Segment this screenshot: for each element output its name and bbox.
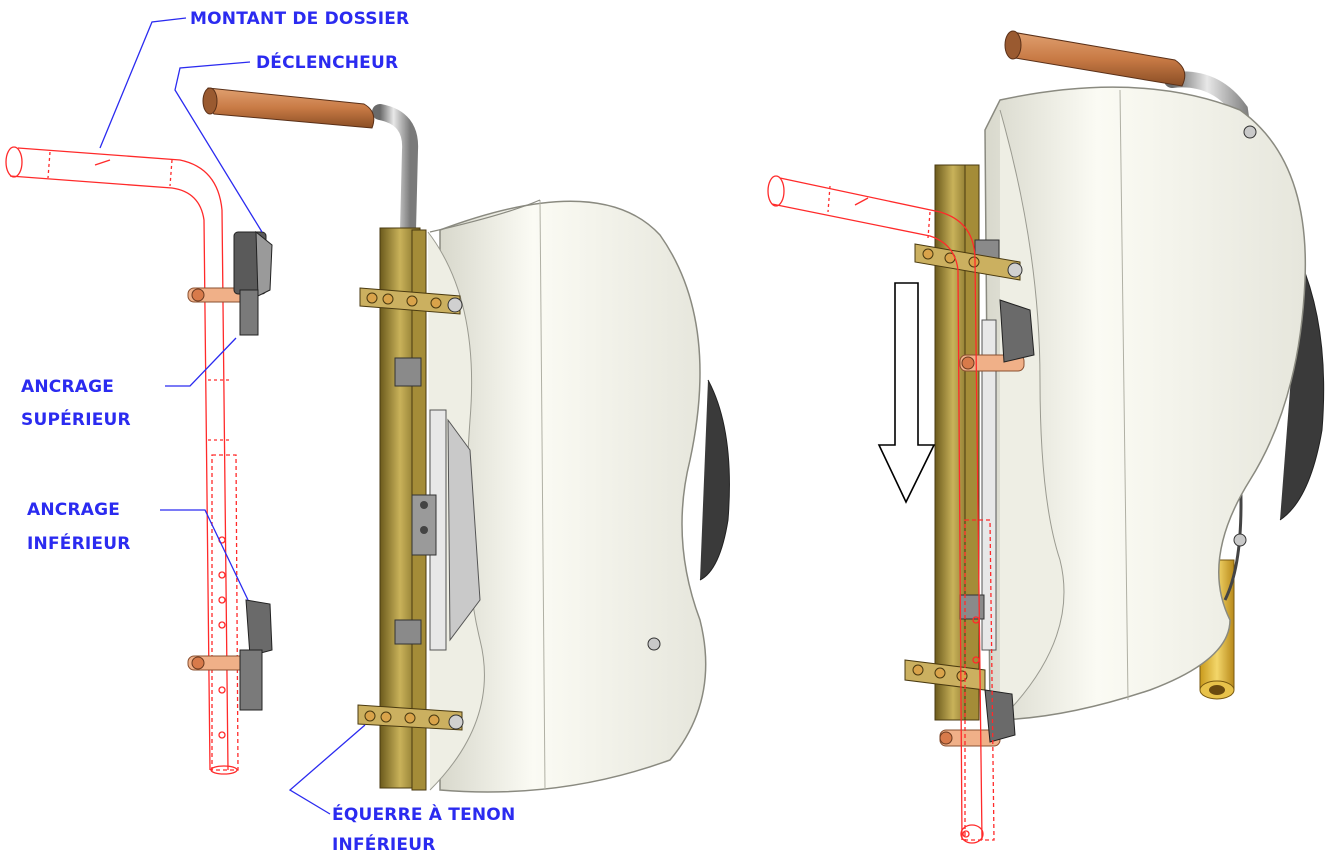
label-equerre-a-tenon-line1: ÉQUERRE À TENON: [332, 805, 516, 825]
backrest-post-wireframe: [5, 146, 239, 775]
left-assembly: [202, 87, 730, 793]
lower-anchor-part: [187, 599, 273, 711]
label-ancrage-superieur-line2: SUPÉRIEUR: [21, 410, 131, 430]
upper-anchor-part: [187, 230, 273, 336]
label-ancrage-inferieur-line2: INFÉRIEUR: [27, 534, 131, 554]
label-montant-de-dossier: MONTANT DE DOSSIER: [190, 9, 410, 29]
label-declencheur: DÉCLENCHEUR: [256, 53, 399, 73]
label-ancrage-inferieur-line1: ANCRAGE: [27, 500, 121, 520]
leader-lines: [99, 17, 366, 815]
right-assembly: [767, 30, 1325, 844]
down-arrow-icon: [877, 282, 936, 504]
label-equerre-a-tenon-line2: INFÉRIEUR: [332, 835, 436, 855]
label-ancrage-superieur-line1: ANCRAGE: [21, 377, 115, 397]
